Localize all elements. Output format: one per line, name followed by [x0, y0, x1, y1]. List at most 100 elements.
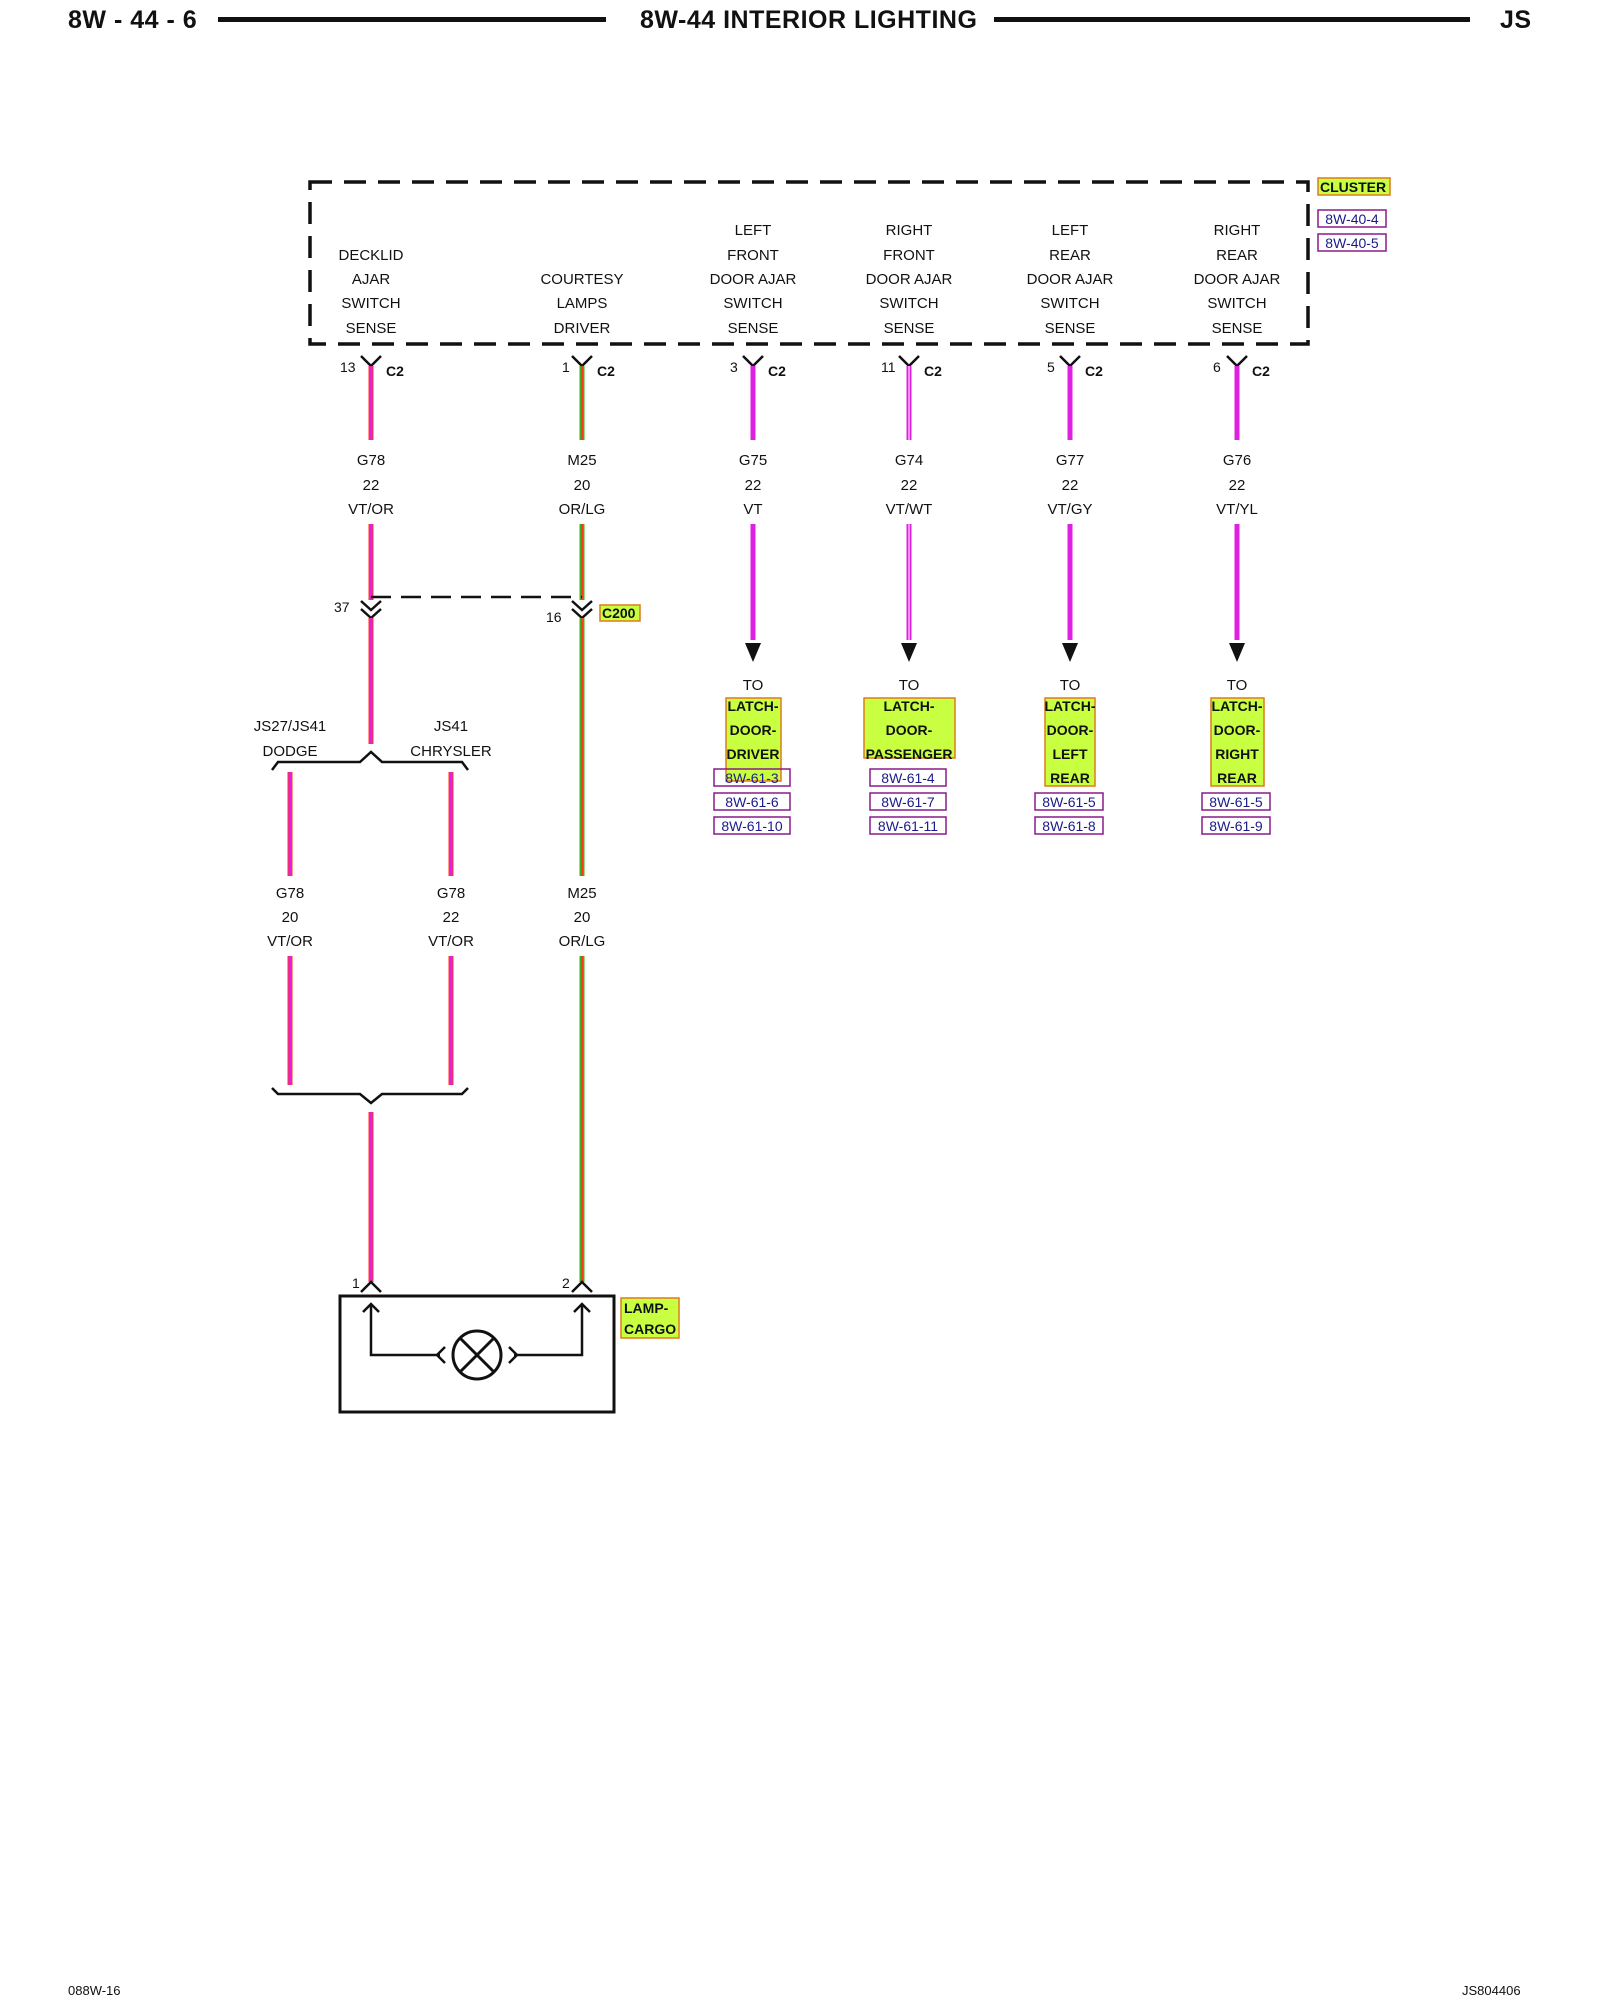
- ref-box: [1201, 792, 1271, 811]
- page-ref[interactable]: 8W-61-11: [878, 818, 938, 834]
- lamp-pins: [360, 1280, 593, 1293]
- function-line: LAMPS: [557, 295, 608, 312]
- page-ref[interactable]: 8W-61-9: [1209, 818, 1263, 834]
- function-line: DRIVER: [554, 320, 611, 337]
- splice-right-brand: CHRYSLER: [410, 743, 492, 760]
- wire-circuit: G78: [437, 885, 465, 902]
- wire-color: VT/OR: [348, 501, 394, 518]
- page-ref[interactable]: 8W-61-10: [721, 818, 782, 834]
- lamp-name[interactable]: LAMP-: [624, 1300, 669, 1316]
- function-line: AJAR: [352, 271, 391, 288]
- function-line: RIGHT: [1214, 222, 1261, 239]
- dest-line: REAR: [1217, 770, 1257, 786]
- ref-box: [869, 792, 947, 811]
- ref-box: [869, 768, 947, 787]
- lamp-name[interactable]: CARGO: [624, 1321, 676, 1337]
- dest-latch-right-rear[interactable]: TO LATCH- DOOR- RIGHT REAR: [1210, 677, 1265, 787]
- cluster-ref[interactable]: 8W-40-4: [1325, 211, 1379, 227]
- connector-c2[interactable]: C2: [597, 363, 615, 379]
- pin-number: 16: [546, 609, 562, 625]
- function-line: DOOR AJAR: [1027, 271, 1114, 288]
- pin-number: 2: [562, 1275, 570, 1291]
- function-line: SWITCH: [341, 295, 400, 312]
- splice-left-models: JS27/JS41: [254, 718, 327, 735]
- dest-line: DOOR-: [1214, 722, 1261, 738]
- dest-refs-right-rear: 8W-61-5 8W-61-9: [1201, 792, 1271, 835]
- dest-line: PASSENGER: [866, 746, 953, 762]
- cluster-ref[interactable]: 8W-40-5: [1325, 235, 1379, 251]
- model-code: JS: [1500, 6, 1532, 34]
- page-ref[interactable]: 8W-61-6: [725, 794, 779, 810]
- c200-label-highlight: [599, 604, 641, 622]
- function-line: DOOR AJAR: [1194, 271, 1281, 288]
- wire-label-g78-dodge: G78 20 VT/OR: [267, 885, 313, 950]
- cluster-label-highlight: [1317, 177, 1391, 196]
- function-line: REAR: [1216, 247, 1258, 264]
- wire-circuit: G75: [739, 452, 767, 469]
- pin-number: 37: [334, 599, 350, 615]
- function-line: RIGHT: [886, 222, 933, 239]
- ref-box: [1034, 816, 1104, 835]
- function-decklid: DECKLID AJAR SWITCH SENSE: [338, 247, 403, 337]
- function-line: REAR: [1049, 247, 1091, 264]
- arrow-down-icon: [745, 643, 761, 662]
- dest-refs-left-rear: 8W-61-5 8W-61-8: [1034, 792, 1104, 835]
- connector-c2[interactable]: C2: [1252, 363, 1270, 379]
- page-ref[interactable]: 8W-61-8: [1042, 818, 1096, 834]
- join-bracket: [271, 1087, 469, 1105]
- wire-color: VT/WT: [886, 501, 933, 518]
- function-line: SENSE: [1045, 320, 1096, 337]
- lamp-circuit-wire: [369, 1304, 440, 1357]
- wire-gauge: 22: [443, 909, 460, 926]
- function-courtesy: COURTESY LAMPS DRIVER: [540, 271, 623, 337]
- lamp-terminal-right: [508, 1346, 519, 1364]
- wire-gauge: 22: [1062, 477, 1079, 494]
- wire-circuit: G77: [1056, 452, 1084, 469]
- dest-latch-left-rear[interactable]: TO LATCH- DOOR- LEFT REAR: [1044, 677, 1096, 787]
- dest-line: LATCH-: [1044, 698, 1095, 714]
- header-rule-left: [218, 17, 606, 22]
- page-ref[interactable]: 8W-61-5: [1042, 794, 1096, 810]
- wire-color: VT/OR: [428, 933, 474, 950]
- connector-pin-symbol: [1059, 355, 1081, 368]
- wire-circuit: G78: [276, 885, 304, 902]
- connector-c2[interactable]: C2: [386, 363, 404, 379]
- connector-c2[interactable]: C2: [768, 363, 786, 379]
- ref-box: [713, 792, 791, 811]
- dest-highlight: [1210, 697, 1265, 787]
- page-ref[interactable]: 8W-61-3: [725, 770, 779, 786]
- function-line: FRONT: [727, 247, 779, 264]
- dest-refs-driver: 8W-61-3 8W-61-6 8W-61-10: [713, 768, 791, 835]
- function-line: DECKLID: [338, 247, 403, 264]
- connector-c2[interactable]: C2: [1085, 363, 1103, 379]
- footer-right-code: JS804406: [1462, 1983, 1521, 1998]
- connector-pin-symbol: [360, 1280, 382, 1293]
- wire-label-m25-lower: M25 20 OR/LG: [559, 885, 606, 950]
- pin-number: 1: [562, 359, 570, 375]
- wire-label-g77: G77 22 VT/GY: [1047, 452, 1092, 518]
- pin-number: 1: [352, 1275, 360, 1291]
- page-ref[interactable]: 8W-61-4: [881, 770, 935, 786]
- cluster-label[interactable]: CLUSTER: [1320, 179, 1386, 195]
- connector-c2[interactable]: C2: [924, 363, 942, 379]
- ref-box: [1034, 792, 1104, 811]
- wire-gauge: 20: [574, 909, 591, 926]
- pin-number: 11: [881, 359, 896, 375]
- wire-color: OR/LG: [559, 933, 606, 950]
- dest-line: DOOR-: [1047, 722, 1094, 738]
- function-line: DOOR AJAR: [710, 271, 797, 288]
- dest-line: DOOR-: [886, 722, 933, 738]
- page-ref[interactable]: 8W-61-7: [881, 794, 935, 810]
- dest-latch-driver[interactable]: TO LATCH- DOOR- DRIVER: [725, 677, 782, 782]
- page-number: 8W - 44 - 6: [68, 6, 198, 34]
- dest-latch-passenger[interactable]: TO LATCH- DOOR- PASSENGER: [863, 677, 956, 762]
- cluster-ref-box: [1317, 233, 1387, 252]
- dest-highlight: [1044, 697, 1096, 787]
- page-ref[interactable]: 8W-61-5: [1209, 794, 1263, 810]
- connector-c200[interactable]: C200: [602, 605, 636, 621]
- splice-right-models: JS41: [434, 718, 468, 735]
- ref-box: [869, 816, 947, 835]
- splice-bracket: [271, 750, 469, 771]
- wire-gauge: 22: [363, 477, 380, 494]
- function-line: LEFT: [735, 222, 772, 239]
